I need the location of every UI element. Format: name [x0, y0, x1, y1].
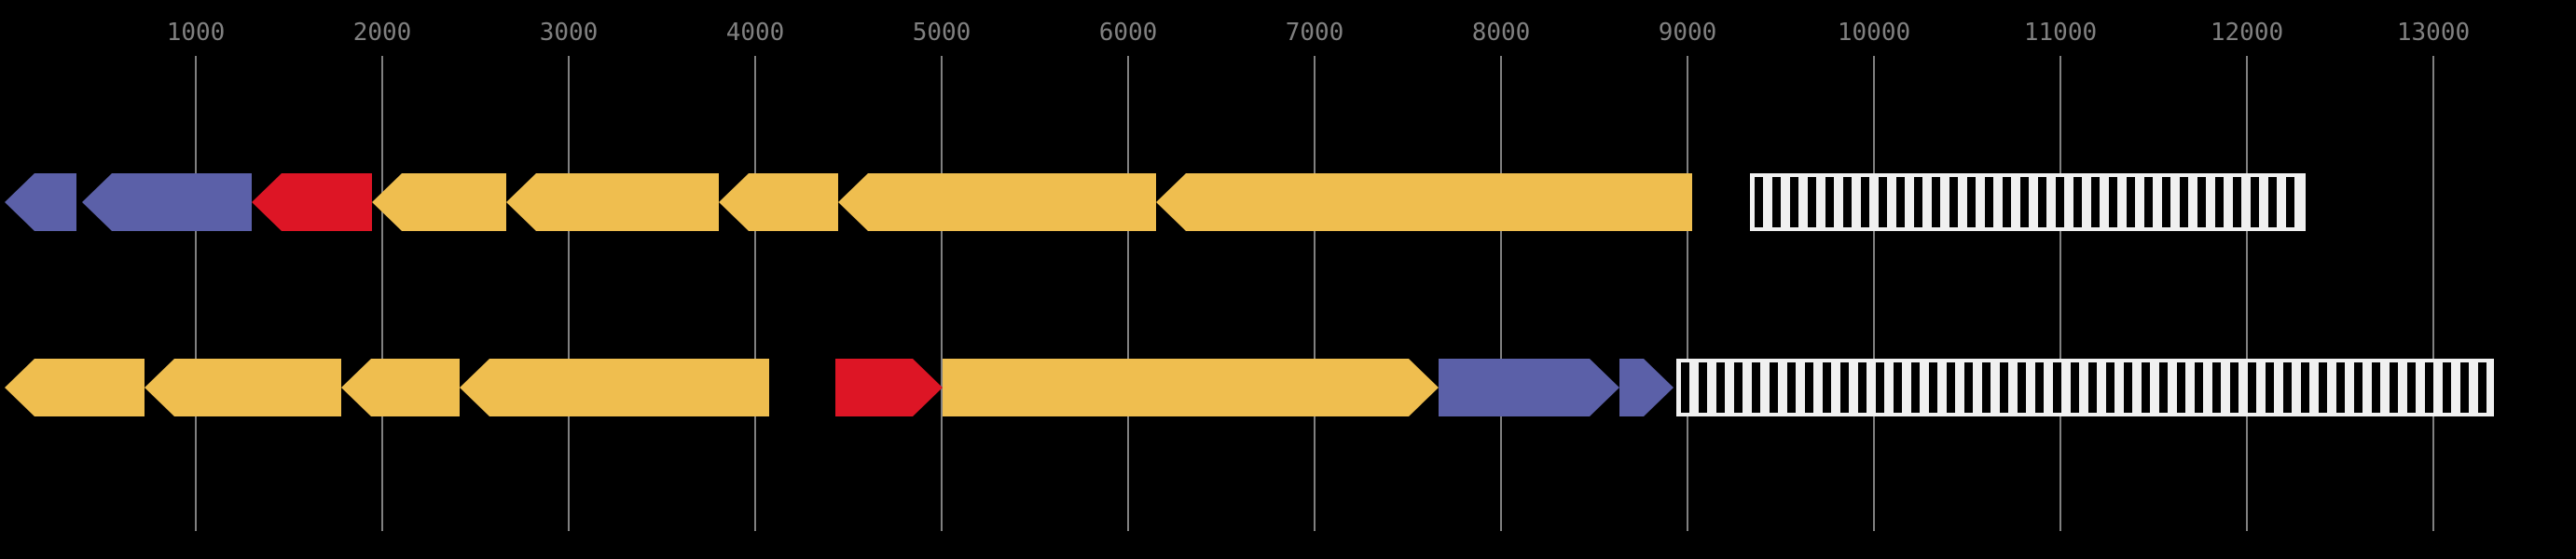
feature-1-2[interactable] — [82, 173, 252, 231]
axis-tick-mark — [1127, 56, 1129, 76]
axis-tick-mark — [381, 56, 383, 76]
axis-tick-label: 7000 — [1285, 19, 1344, 47]
feature-arrow-right — [1619, 359, 1674, 416]
feature-2-4[interactable] — [460, 359, 769, 416]
gridline — [1127, 76, 1129, 531]
axis-tick-label: 13000 — [2396, 19, 2471, 47]
gridline — [2059, 76, 2061, 531]
feature-arrow-left — [460, 359, 769, 416]
hatch-stripes — [1681, 362, 2489, 413]
axis-tick-mark — [1314, 56, 1316, 76]
feature-arrow-left — [82, 173, 252, 231]
axis-tick-label: 8000 — [1471, 19, 1531, 47]
feature-arrow-left — [252, 173, 372, 231]
feature-2-6[interactable] — [943, 359, 1439, 416]
feature-2-5[interactable] — [835, 359, 943, 416]
feature-2-1[interactable] — [5, 359, 145, 416]
axis-tick-mark — [2059, 56, 2061, 76]
gridline — [1873, 76, 1875, 531]
gridline — [941, 76, 943, 531]
feature-arrow-left — [838, 173, 1156, 231]
feature-arrow-left — [5, 173, 76, 231]
gridline — [2246, 76, 2248, 531]
feature-2-8[interactable] — [1619, 359, 1674, 416]
axis-tick-label: 5000 — [912, 19, 971, 47]
feature-2-9[interactable] — [1676, 359, 2494, 416]
gridline — [754, 76, 756, 531]
gridline — [1314, 76, 1316, 531]
axis-tick-mark — [568, 56, 570, 76]
axis-tick-mark — [2246, 56, 2248, 76]
axis-tick-mark — [754, 56, 756, 76]
axis-tick-mark — [1687, 56, 1688, 76]
axis-tick-label: 11000 — [2023, 19, 2098, 47]
gridline — [1687, 76, 1688, 531]
feature-1-4[interactable] — [372, 173, 506, 231]
axis-tick-label: 10000 — [1837, 19, 1911, 47]
feature-2-3[interactable] — [341, 359, 460, 416]
track-2 — [0, 359, 2576, 416]
track-1 — [0, 173, 2576, 231]
feature-arrow-right — [943, 359, 1439, 416]
feature-arrow-left — [1156, 173, 1692, 231]
axis-tick-label: 2000 — [352, 19, 412, 47]
feature-1-8[interactable] — [1156, 173, 1692, 231]
feature-1-1[interactable] — [5, 173, 76, 231]
axis-tick-label: 1000 — [166, 19, 226, 47]
axis-tick-label: 12000 — [2210, 19, 2284, 47]
gridline — [381, 76, 383, 531]
axis-tick-label: 4000 — [725, 19, 785, 47]
axis-tick-mark — [195, 56, 197, 76]
feature-1-5[interactable] — [506, 173, 719, 231]
gridline — [1500, 76, 1502, 531]
axis-tick-mark — [2432, 56, 2434, 76]
feature-arrow-left — [372, 173, 506, 231]
hatch-stripes — [1755, 177, 2301, 227]
feature-arrow-left — [5, 359, 145, 416]
axis-tick-label: 9000 — [1658, 19, 1717, 47]
feature-2-2[interactable] — [145, 359, 341, 416]
axis-tick-label: 6000 — [1098, 19, 1158, 47]
axis-tick-mark — [1500, 56, 1502, 76]
feature-arrow-left — [719, 173, 838, 231]
feature-1-9[interactable] — [1750, 173, 2306, 231]
feature-1-6[interactable] — [719, 173, 838, 231]
feature-arrow-left — [506, 173, 719, 231]
feature-2-7[interactable] — [1439, 359, 1619, 416]
feature-1-3[interactable] — [252, 173, 372, 231]
feature-arrow-left — [341, 359, 460, 416]
feature-arrow-right — [1439, 359, 1619, 416]
gridline — [568, 76, 570, 531]
feature-arrow-left — [145, 359, 341, 416]
gridline — [2432, 76, 2434, 531]
feature-1-7[interactable] — [838, 173, 1156, 231]
axis-tick-mark — [941, 56, 943, 76]
feature-arrow-right — [835, 359, 943, 416]
axis-tick-label: 3000 — [539, 19, 599, 47]
gridline — [195, 76, 197, 531]
axis-tick-mark — [1873, 56, 1875, 76]
